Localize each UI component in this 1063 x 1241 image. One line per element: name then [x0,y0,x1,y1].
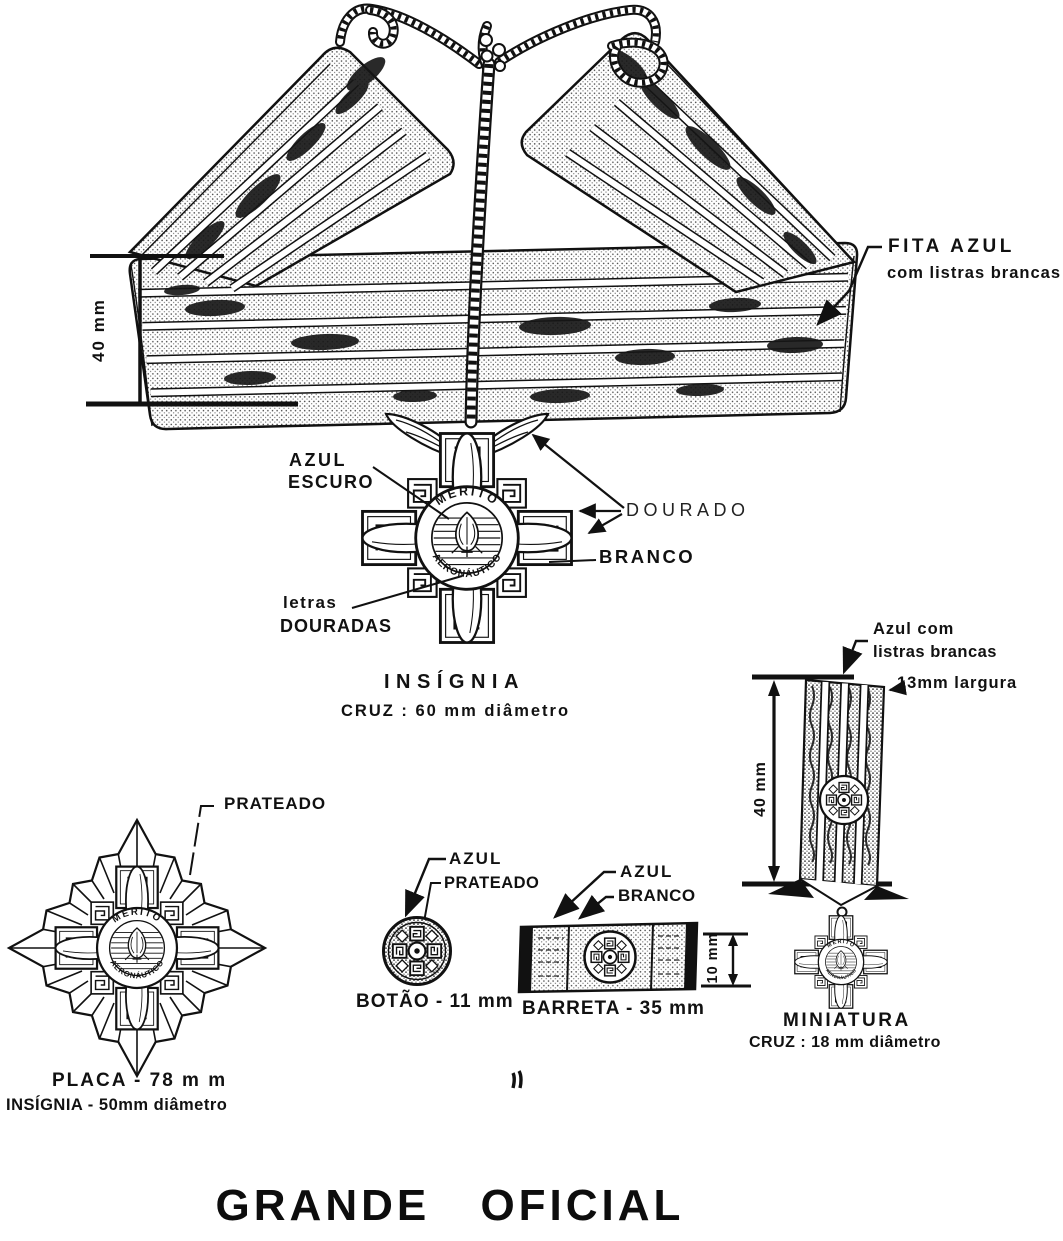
fita-azul-leader [816,245,882,326]
sash-shading-smudges [164,49,823,404]
barreta-azul-leader [553,870,616,919]
sash-piping [130,45,855,427]
botao-emblem [381,915,452,986]
letras-douradas-label-line2: DOURADAS [280,616,393,636]
barreta-height-label: 10 mm [705,932,722,984]
miniatura-13mm-leader [888,679,907,696]
sash-right-stripes [565,73,836,286]
miniatura-height-label: 40 mm [752,761,770,817]
botao-prateado-leader [423,882,441,923]
branco-label: BRANCO [599,546,696,567]
botao-prateado-label: PRATEADO [444,874,540,892]
miniatura-ribbon [768,678,909,923]
azul-escuro-label-line2: ESCURO [288,472,375,492]
barreta-height-measure [701,932,751,988]
botao-azul-label: AZUL [449,849,503,868]
fita-azul-label-line1: FITA AZUL [888,236,1015,257]
sash-left-stripes [150,79,431,293]
letras-douradas-leader [351,575,463,609]
page-title: GRANDE OFICIAL [215,1181,685,1230]
miniatura-size-caption: CRUZ : 18 mm diâmetro [749,1034,941,1051]
miniatura-caption: MINIATURA [783,1010,911,1031]
sash-width-label: 40 mm [88,298,108,362]
miniatura-azul-label-line1: Azul com [873,620,955,638]
barreta-caption: BARRETA - 35 mm [522,998,705,1019]
miniatura-cross [795,916,887,1008]
branco-leader [548,559,597,563]
prateado-leader [189,805,214,876]
fita-azul-label-line2: com listras brancas [887,264,1061,282]
barreta-branco-leader [577,894,614,920]
dourado-label: DOURADO [626,500,750,520]
prateado-placa-label: PRATEADO [224,794,327,813]
azul-escuro-label-line1: AZUL [289,450,347,470]
barreta-branco-label: BRANCO [618,886,696,905]
insignia-cross [363,434,572,643]
cord-knot [479,33,506,72]
miniatura-azul-label-line2: listras brancas [873,643,997,661]
sash-width-measure [86,254,298,407]
insignia-caption: INSÍGNIA [384,671,525,693]
leader-lines [189,245,907,923]
sash-bottom-stripes [138,272,849,398]
miniatura-width-label: 13mm largura [897,674,1018,692]
barreta-azul-label: AZUL [620,862,674,881]
dourado-leader-wings [531,433,625,509]
dourado-leader-oval [587,513,623,534]
insignia-size-caption: CRUZ : 60 mm diâmetro [341,702,571,720]
placa-star [6,817,268,1079]
miniatura-azul-leader [842,639,868,675]
azul-escuro-leader [372,466,450,520]
botao-azul-leader [404,857,446,918]
neck-sash [127,32,859,431]
ink-artifact [511,1070,523,1089]
botao-caption: BOTÃO - 11 mm [356,991,514,1012]
placa-caption: PLACA - 78 m m [52,1070,228,1091]
suspension-cord [335,3,669,429]
barreta-bar [517,921,699,994]
letras-douradas-label-line1: letras [283,593,338,612]
placa-subcaption: INSÍGNIA - 50mm diâmetro [6,1096,228,1114]
